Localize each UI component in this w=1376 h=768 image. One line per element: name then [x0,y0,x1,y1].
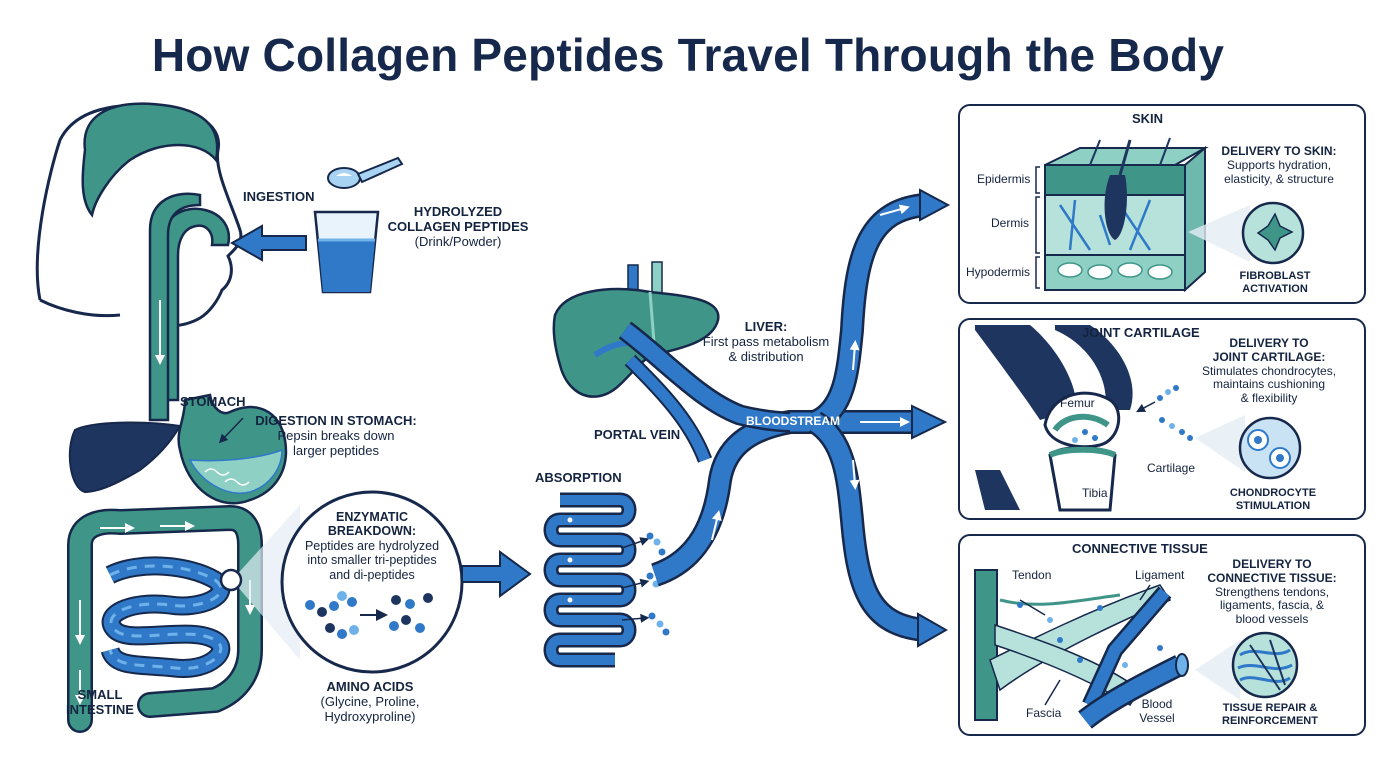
connective-tissue-panel [958,534,1366,736]
joint-heading: JOINT CARTILAGE [1082,325,1200,340]
connective-tissue-art [974,569,1189,729]
joint-result-label: CHONDROCYTE STIMULATION [1229,487,1317,512]
connective-result-label: TISSUE REPAIR & REINFORCEMENT [1222,702,1318,727]
ingestion-arrow [229,224,307,262]
enzymatic-label: ENZYMATIC BREAKDOWN: Peptides are hydrol… [304,510,440,582]
fibroblast-icon [1256,212,1294,252]
small-intestine-coils [100,556,231,678]
peptide-chains [305,591,433,639]
stomach-label: STOMACH [180,394,246,409]
skin-layer-hypodermis: Hypodermis [966,265,1031,279]
head-silhouette [35,102,243,329]
skin-layer-dermis: Dermis [991,216,1029,230]
connective-part-blood-vessel: Blood Vessel [1139,697,1175,725]
bloodstream-label: BLOODSTREAM [746,414,840,428]
skin-panel [958,104,1366,304]
skin-result-label: FIBROBLAST ACTIVATION [1239,270,1311,295]
digestion-label: DIGESTION IN STOMACH: Pepsin breaks down… [255,413,417,458]
connective-part-tendon: Tendon [1012,568,1052,582]
joint-part-cartilage: Cartilage [1147,461,1196,475]
connective-zoom-beam [1195,640,1240,700]
powder-scoop [327,156,404,189]
skin-cross-section [1035,137,1209,293]
connective-delivery-text: DELIVERY TO CONNECTIVE TISSUE: Strengthe… [1207,557,1337,627]
magnifier-point [219,568,243,592]
small-intestine-label: SMALL INTESTINE [66,687,134,717]
joint-cartilage-panel [958,318,1366,520]
connective-heading: CONNECTIVE TISSUE [1072,541,1208,556]
joint-zoom-beam [1195,415,1245,472]
connective-part-ligament: Ligament [1135,568,1185,582]
liver-label: LIVER: First pass metabolism & distribut… [702,319,830,364]
intestinal-villi [543,492,670,668]
connective-part-fascia: Fascia [1026,706,1062,720]
diagram-title: How Collagen Peptides Travel Through the… [151,29,1225,81]
joint-part-tibia: Tibia [1082,486,1108,500]
joint-delivery-text: DELIVERY TO JOINT CARTILAGE: Stimulates … [1201,336,1337,406]
absorption-arrow [461,550,532,598]
esophagus [148,192,231,422]
skin-layer-epidermis: Epidermis [977,172,1031,186]
collagen-drink-cup [313,210,380,294]
magnifier-beam [232,505,300,660]
skin-heading: SKIN [1132,111,1164,126]
skin-zoom-beam [1188,205,1250,262]
amino-acids-label: AMINO ACIDS (Glycine, Proline, Hydroxypr… [320,679,420,724]
product-label: HYDROLYZED COLLAGEN PEPTIDES (Drink/Powd… [387,204,529,249]
ingestion-label: INGESTION [243,189,315,204]
portal-vein-label: PORTAL VEIN [594,427,681,442]
knee-joint [975,325,1193,512]
joint-part-femur: Femur [1060,396,1095,410]
skin-delivery-text: DELIVERY TO SKIN: Supports hydration, el… [1221,144,1337,186]
bloodstream-vessels [618,188,951,648]
stomach-contents [188,448,283,494]
absorption-label: ABSORPTION [535,470,622,485]
liver-digestive [68,421,182,494]
